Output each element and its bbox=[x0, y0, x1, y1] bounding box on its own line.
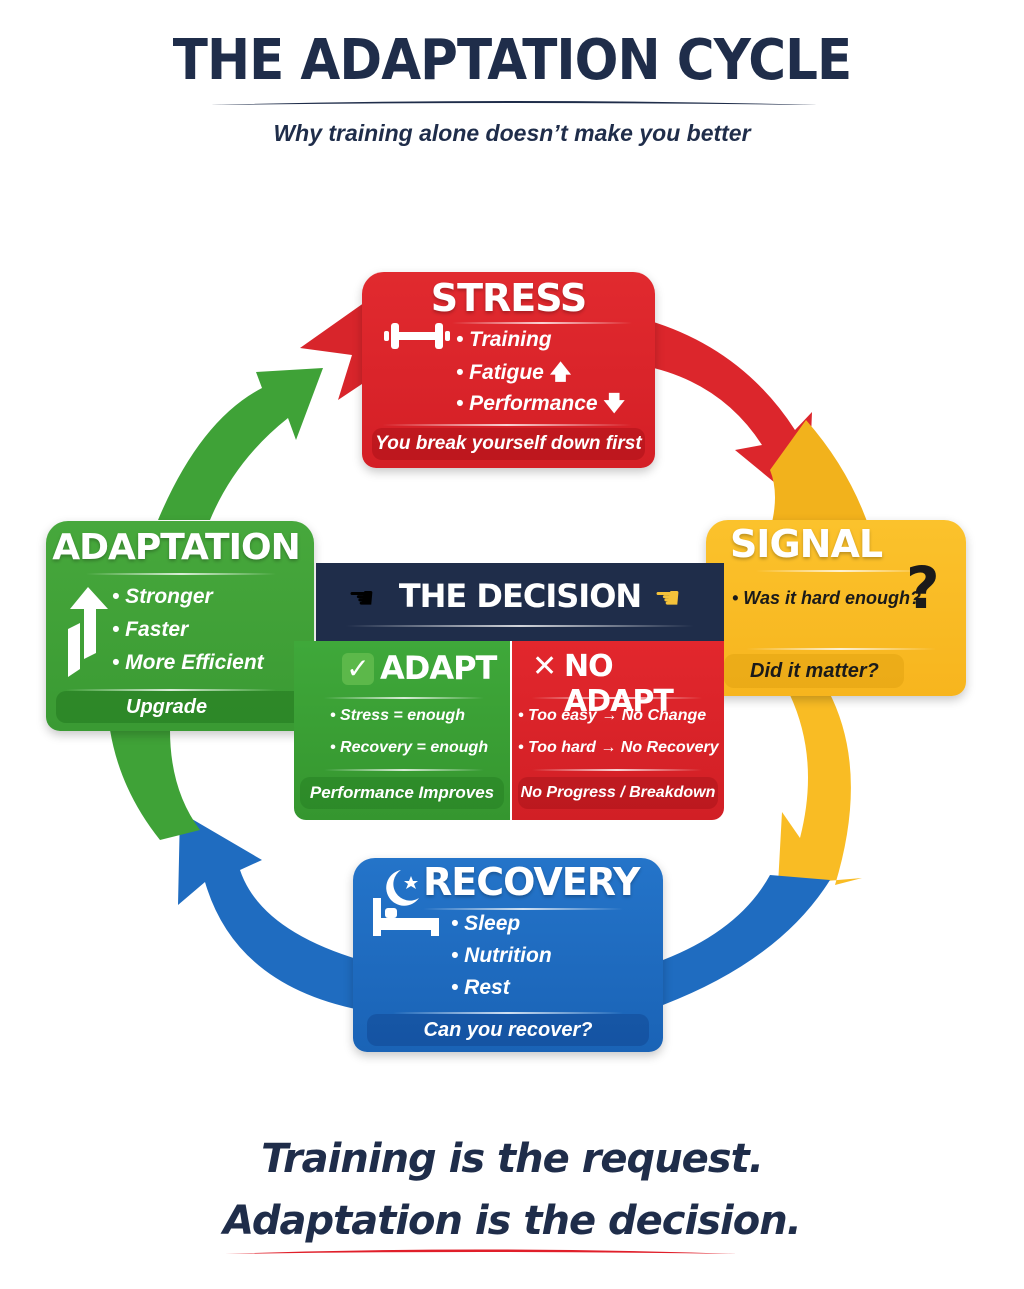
no-adapt-bullet-easy: • Too easy → No Change bbox=[518, 707, 707, 724]
stress-rule bbox=[452, 322, 632, 324]
signal-rule bbox=[756, 570, 926, 572]
adapt-footer: Performance Improves bbox=[300, 777, 504, 809]
stress-bullet-training: • Training bbox=[456, 328, 552, 351]
recovery-bullet-rest: • Rest bbox=[451, 976, 510, 999]
page-title: THE ADAPTATION CYCLE bbox=[172, 28, 852, 93]
decision-no-adapt: ✕ NO ADAPT • Too easy → No Change • Too … bbox=[512, 641, 724, 820]
decision-title: THE DECISION bbox=[398, 577, 642, 615]
page-subtitle: Why training alone doesn’t make you bett… bbox=[273, 120, 751, 146]
signal-rule-2 bbox=[746, 648, 936, 650]
recovery-rule-2 bbox=[393, 1012, 623, 1014]
adaptation-bullet-stronger: • Stronger bbox=[112, 585, 213, 608]
no-adapt-rule-2 bbox=[532, 769, 702, 771]
adapt-bullet-recovery: • Recovery = enough bbox=[330, 739, 489, 756]
adaptation-bullet-efficient: • More Efficient bbox=[112, 651, 264, 674]
recovery-bullet-nutrition: • Nutrition bbox=[451, 944, 552, 967]
adapt-rule-2 bbox=[324, 769, 484, 771]
stage-card-stress: STRESS • Training • Fatigue 🡅 • Performa… bbox=[362, 272, 655, 468]
decision-panel: ☛ THE DECISION ☚ ✓ ADAPT • Stress = enou… bbox=[294, 563, 724, 820]
adaptation-rule bbox=[86, 573, 276, 575]
title-underline bbox=[210, 101, 818, 105]
stress-bullet-fatigue: • Fatigue 🡅 bbox=[456, 358, 571, 393]
no-adapt-bullet-hard: • Too hard → No Recovery bbox=[518, 739, 719, 756]
arrow-signal-top bbox=[770, 420, 870, 530]
checkmark-icon: ✓ bbox=[342, 653, 374, 685]
tagline-line-2: Adaptation is the decision. bbox=[223, 1198, 802, 1244]
growth-arrow-icon bbox=[68, 587, 108, 677]
decision-rule bbox=[346, 625, 694, 627]
moon-bed-icon bbox=[373, 870, 439, 936]
adapt-title: ADAPT bbox=[380, 649, 497, 687]
stress-bullet-performance-label: • Performance bbox=[456, 392, 598, 415]
adaptation-rule-2 bbox=[66, 689, 276, 691]
stress-bullet-fatigue-label: • Fatigue bbox=[456, 361, 544, 384]
stress-bullet-performance: • Performance 🡇 bbox=[456, 389, 625, 424]
decision-adapt: ✓ ADAPT • Stress = enough • Recovery = e… bbox=[294, 641, 510, 820]
arrow-down-icon: 🡇 bbox=[603, 392, 626, 415]
arrow-adaptation-bottom bbox=[110, 730, 200, 840]
arrow-recovery-to-adaptation bbox=[178, 812, 360, 1010]
stage-card-adaptation: ADAPTATION • Stronger • Faster • More Ef… bbox=[46, 521, 314, 731]
arrow-up-icon: 🡅 bbox=[549, 361, 572, 384]
question-mark-icon: ? bbox=[906, 554, 940, 622]
dumbbell-icon bbox=[384, 323, 450, 349]
stress-title: STRESS bbox=[430, 276, 588, 320]
no-adapt-footer: No Progress / Breakdown bbox=[518, 777, 718, 809]
stress-rule-2 bbox=[382, 424, 632, 426]
recovery-rule bbox=[423, 908, 623, 910]
signal-bullet: • Was it hard enough? bbox=[732, 588, 921, 608]
no-adapt-title: NO ADAPT bbox=[564, 649, 674, 719]
stage-card-recovery: RECOVERY • Sleep • Nutrition • Rest Can … bbox=[353, 858, 663, 1052]
stage-card-signal: SIGNAL • Was it hard enough? ? Did it ma… bbox=[706, 520, 966, 696]
no-adapt-rule bbox=[532, 697, 702, 699]
arrow-stress-to-signal bbox=[640, 318, 812, 510]
arrow-adaptation-to-stress bbox=[158, 368, 323, 520]
adapt-bullet-stress: • Stress = enough bbox=[330, 707, 465, 724]
stress-footer: You break yourself down first bbox=[372, 428, 645, 460]
recovery-bullet-sleep: • Sleep bbox=[451, 912, 521, 935]
pointing-hand-icon: ☚ bbox=[654, 582, 681, 615]
adaptation-title: ADAPTATION bbox=[52, 527, 301, 568]
signal-footer: Did it matter? bbox=[724, 654, 904, 688]
arrow-recovery-right bbox=[663, 875, 830, 1005]
adaptation-footer: Upgrade bbox=[56, 691, 304, 723]
signal-title: SIGNAL bbox=[729, 522, 883, 566]
arrow-stress-tail bbox=[300, 300, 368, 400]
adapt-rule bbox=[324, 697, 484, 699]
tagline-underline bbox=[225, 1249, 737, 1254]
decision-header: ☛ THE DECISION ☚ bbox=[316, 563, 724, 641]
recovery-title: RECOVERY bbox=[423, 860, 640, 904]
adaptation-bullet-faster: • Faster bbox=[112, 618, 189, 641]
recovery-footer: Can you recover? bbox=[367, 1014, 649, 1046]
x-icon: ✕ bbox=[532, 649, 558, 684]
arrow-signal-to-recovery bbox=[778, 690, 862, 885]
tagline-line-1: Training is the request. bbox=[261, 1136, 764, 1182]
